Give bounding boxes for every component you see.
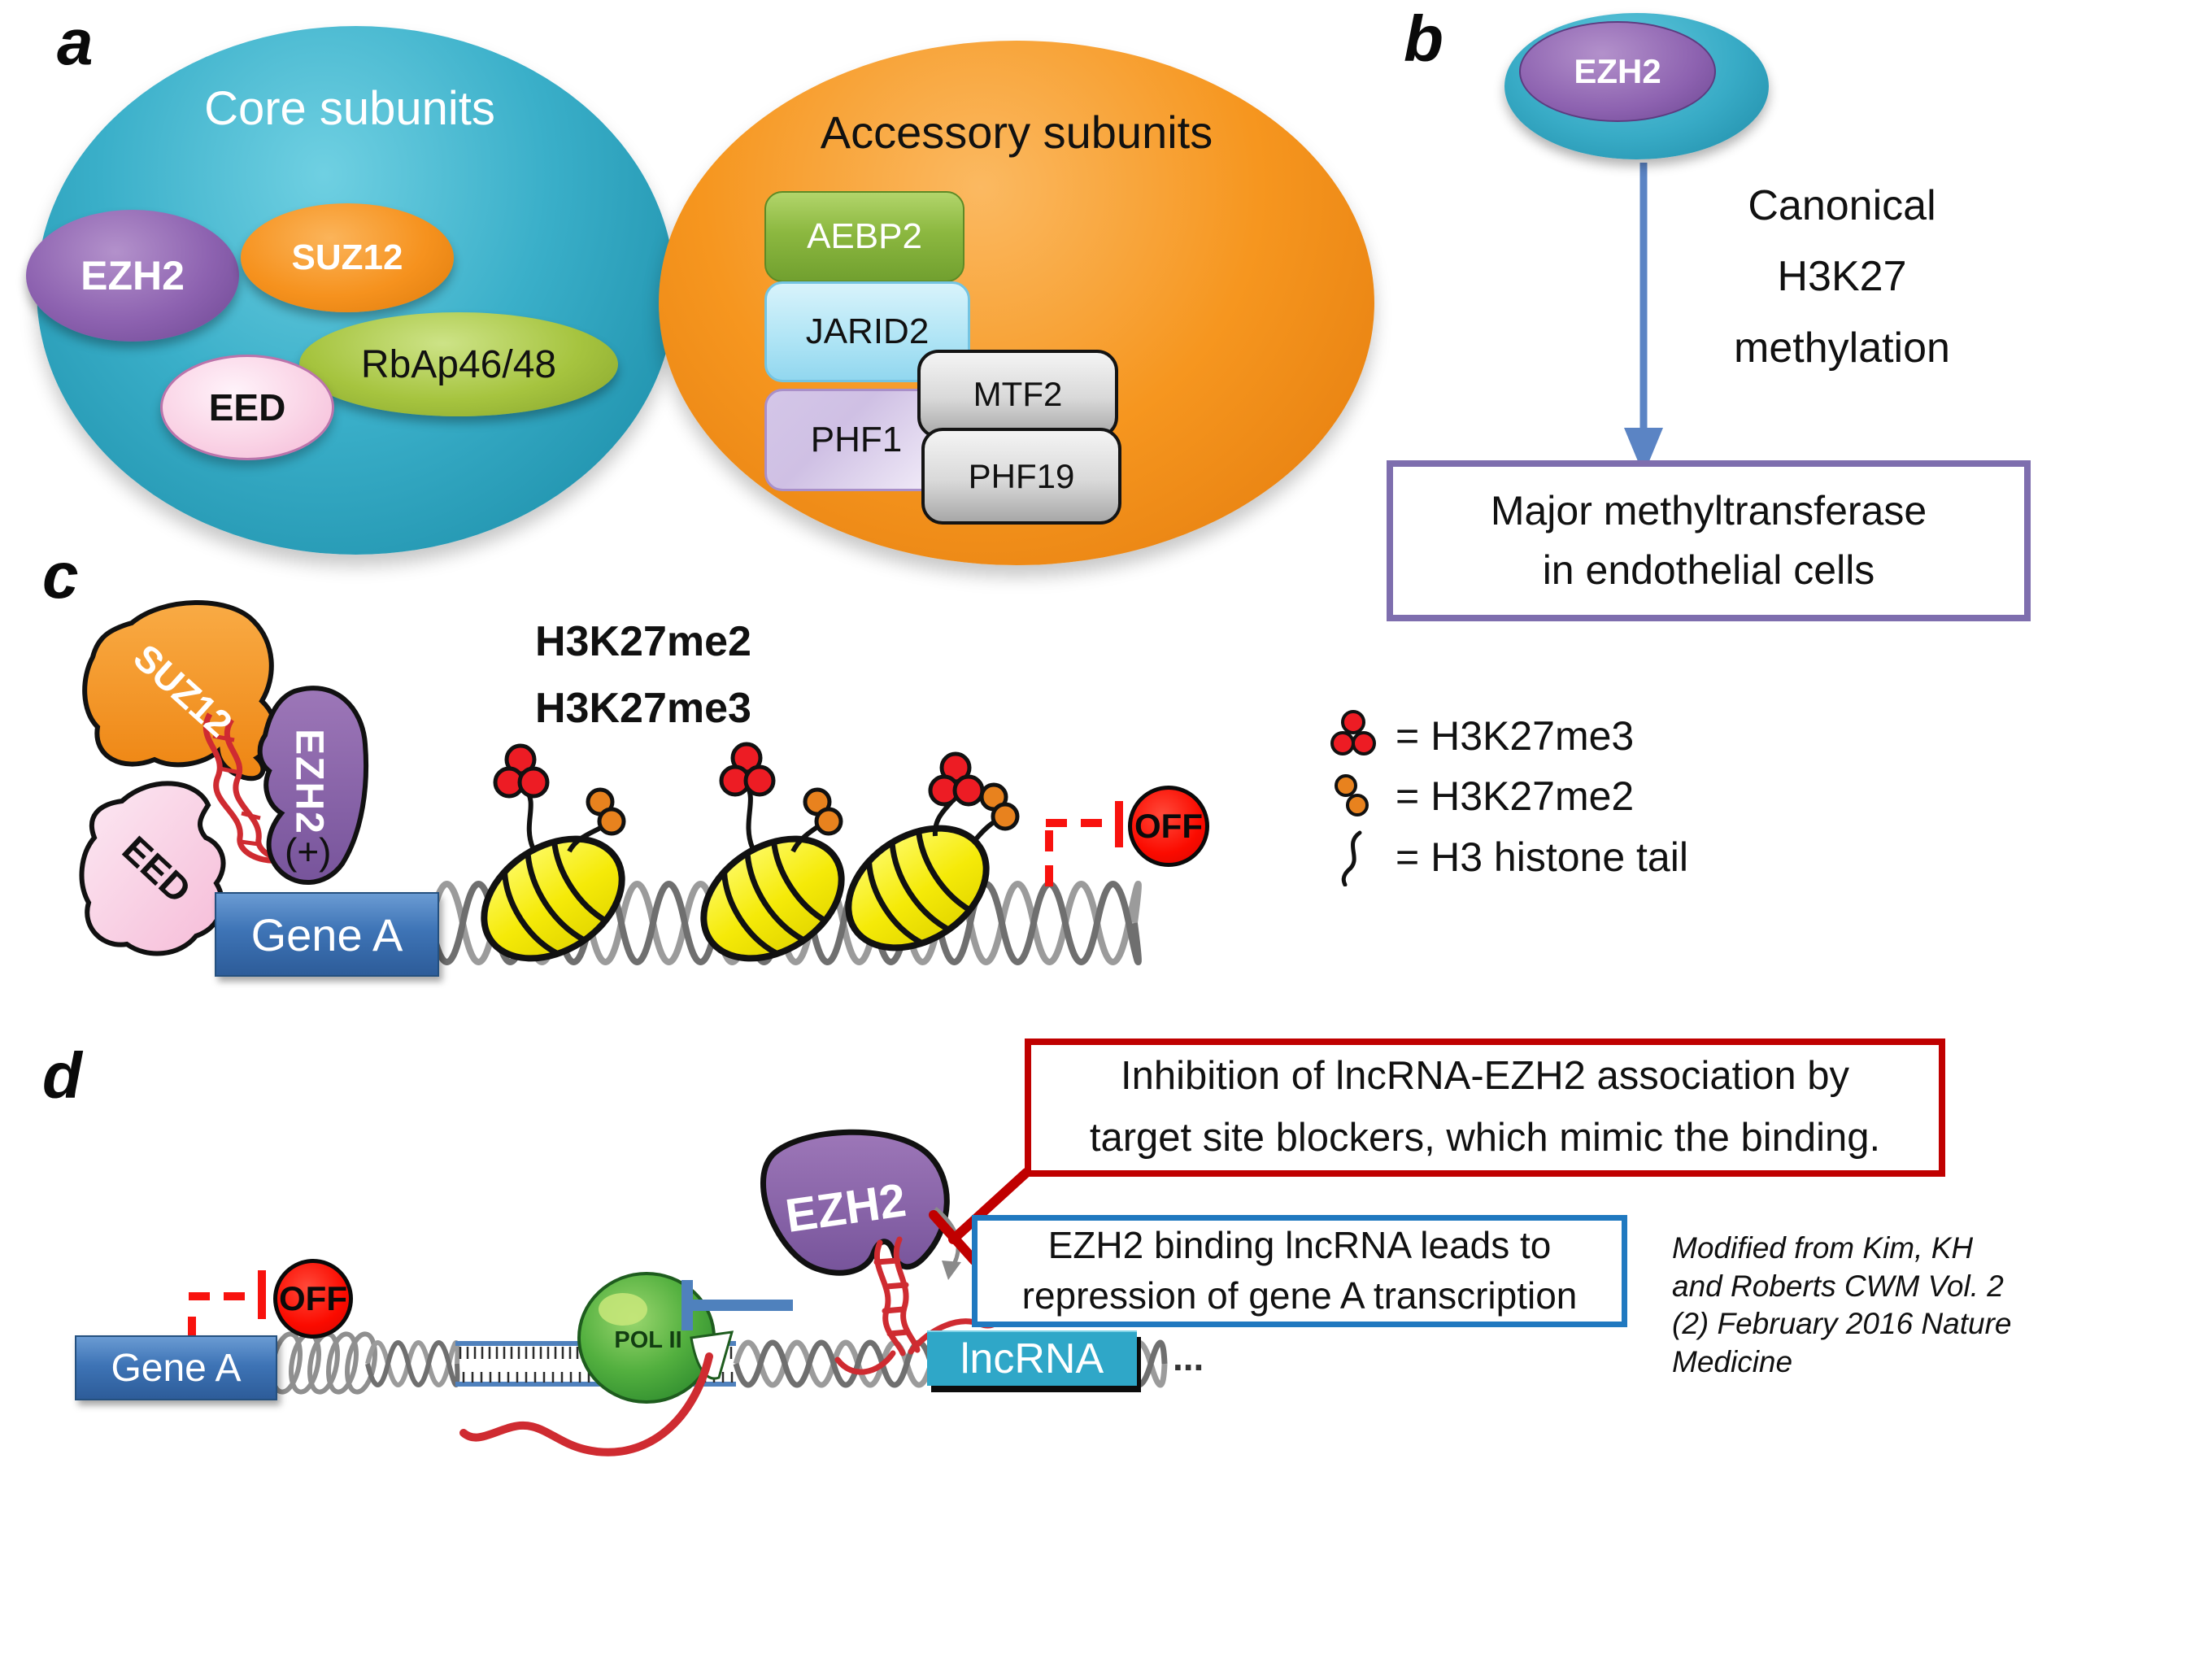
c-h3k27me3-dots xyxy=(493,742,985,807)
d-blocker-connector xyxy=(929,1168,1031,1265)
c-gene-a-label: Gene A xyxy=(250,908,403,960)
legend-row-h3k27me3: = H3K27me3 xyxy=(1324,709,1634,763)
phf1-label: PHF1 xyxy=(810,420,903,459)
methyltransferase-line-1: Major methyltransferase xyxy=(1490,488,1927,533)
d-inhibition-tbar xyxy=(681,1280,793,1330)
aebp2-label: AEBP2 xyxy=(807,216,922,256)
d-ellipsis: ... xyxy=(1173,1336,1204,1378)
c-marks-line-1: H3K27me2 xyxy=(535,618,751,665)
d-inhibition-line-1: Inhibition of lncRNA-EZH2 association by xyxy=(1120,1054,1850,1099)
h3-histone-tail-icon xyxy=(1341,830,1362,886)
mtf2-box: MTF2 xyxy=(917,350,1118,438)
d-nascent-rna xyxy=(459,1352,713,1457)
c-ezh2-blob xyxy=(257,686,369,885)
methyltransferase-line-2: in endothelial cells xyxy=(1542,547,1875,593)
b-down-arrow xyxy=(1624,163,1663,475)
d-repression-line-2: repression of gene A transcription xyxy=(1021,1274,1578,1317)
c-gene-a-box: Gene A xyxy=(215,892,439,977)
d-inhibition-line-2: target site blockers, which mimic the bi… xyxy=(1089,1116,1881,1160)
d-gene-a-box: Gene A xyxy=(75,1335,277,1400)
d-lncrna-label: lncRNA xyxy=(960,1335,1104,1382)
jarid2-box: JARID2 xyxy=(764,281,970,382)
legend-row-h3k27me2: = H3K27me2 xyxy=(1324,769,1634,823)
h3k27me2-dots-icon xyxy=(1335,774,1369,816)
b-ezh2-label: EZH2 xyxy=(1574,52,1661,90)
rbap-ellipse: RbAp46/48 xyxy=(299,312,618,416)
canonical-h3k27-text: Canonical H3K27 methylation xyxy=(1667,171,2017,384)
c-marks-line-2: H3K27me3 xyxy=(535,685,751,733)
c-eed-blob xyxy=(79,781,226,956)
suz12-label: SUZ12 xyxy=(291,237,403,277)
d-repression-box: EZH2 binding lncRNA leads to repression … xyxy=(972,1215,1627,1327)
b-ezh2-ellipse: EZH2 xyxy=(1519,21,1716,122)
d-off-label: OFF xyxy=(279,1279,347,1317)
legend-h3k27me2-label: = H3K27me2 xyxy=(1396,773,1635,819)
legend-h3-tail-label: = H3 histone tail xyxy=(1396,834,1688,880)
eed-ellipse: EED xyxy=(160,355,334,460)
ezh2-ellipse: EZH2 xyxy=(26,210,239,342)
d-credit-text: Modified from Kim, KH and Roberts CWM Vo… xyxy=(1672,1230,2046,1381)
core-subunits-title: Core subunits xyxy=(204,82,495,135)
c-plus-sign: (+) xyxy=(285,830,332,873)
c-off-label: OFF xyxy=(1134,807,1203,845)
suz12-ellipse: SUZ12 xyxy=(241,203,454,312)
legend-h3k27me3-label: = H3K27me3 xyxy=(1396,713,1635,759)
canonical-line-3: methylation xyxy=(1734,324,1950,372)
c-off-badge: OFF xyxy=(1128,786,1209,867)
jarid2-label: JARID2 xyxy=(805,311,930,351)
d-repression-line-1: EZH2 binding lncRNA leads to xyxy=(1047,1224,1552,1267)
panel-a-label: a xyxy=(57,6,94,78)
methyltransferase-box: Major methyltransferase in endothelial c… xyxy=(1387,460,2031,621)
d-chromatin-coil xyxy=(270,1331,460,1395)
c-h3k27-marks-text: H3K27me2 H3K27me3 xyxy=(535,608,751,742)
c-off-connector xyxy=(1045,801,1123,886)
phf19-label: PHF19 xyxy=(968,456,1075,495)
credit-line-1: Modified from Kim, KH xyxy=(1672,1231,1974,1265)
canonical-line-2: H3K27 xyxy=(1777,253,1907,301)
d-off-badge: OFF xyxy=(273,1259,353,1339)
aebp2-box: AEBP2 xyxy=(764,191,964,282)
c-nucleosome-1 xyxy=(462,814,644,983)
rbap-label: RbAp46/48 xyxy=(360,342,557,386)
h3k27me3-dots-icon xyxy=(1330,710,1376,755)
panel-d-label: d xyxy=(42,1039,82,1112)
eed-label: EED xyxy=(208,386,286,429)
ezh2-label: EZH2 xyxy=(81,253,185,298)
d-pol2-label: POL II xyxy=(614,1327,682,1353)
c-nucleosome-3 xyxy=(826,803,1008,973)
credit-line-4: Medicine xyxy=(1672,1344,1793,1378)
panel-b-label: b xyxy=(1404,2,1443,75)
c-h3k27me2-dots xyxy=(586,782,1020,836)
accessory-subunits-title: Accessory subunits xyxy=(820,107,1213,158)
credit-line-3: (2) February 2016 Nature xyxy=(1672,1307,2012,1341)
mtf2-label: MTF2 xyxy=(973,374,1063,413)
d-lncrna-box: lncRNA xyxy=(927,1330,1137,1386)
credit-line-2: and Roberts CWM Vol. 2 xyxy=(1672,1269,2004,1303)
phf19-box: PHF19 xyxy=(921,428,1121,525)
panel-c-label: c xyxy=(42,539,79,612)
d-inhibition-box: Inhibition of lncRNA-EZH2 association by… xyxy=(1025,1039,1945,1177)
d-gene-a-label: Gene A xyxy=(111,1346,242,1390)
legend-row-h3-tail: = H3 histone tail xyxy=(1324,828,1688,886)
canonical-line-1: Canonical xyxy=(1748,182,1936,229)
